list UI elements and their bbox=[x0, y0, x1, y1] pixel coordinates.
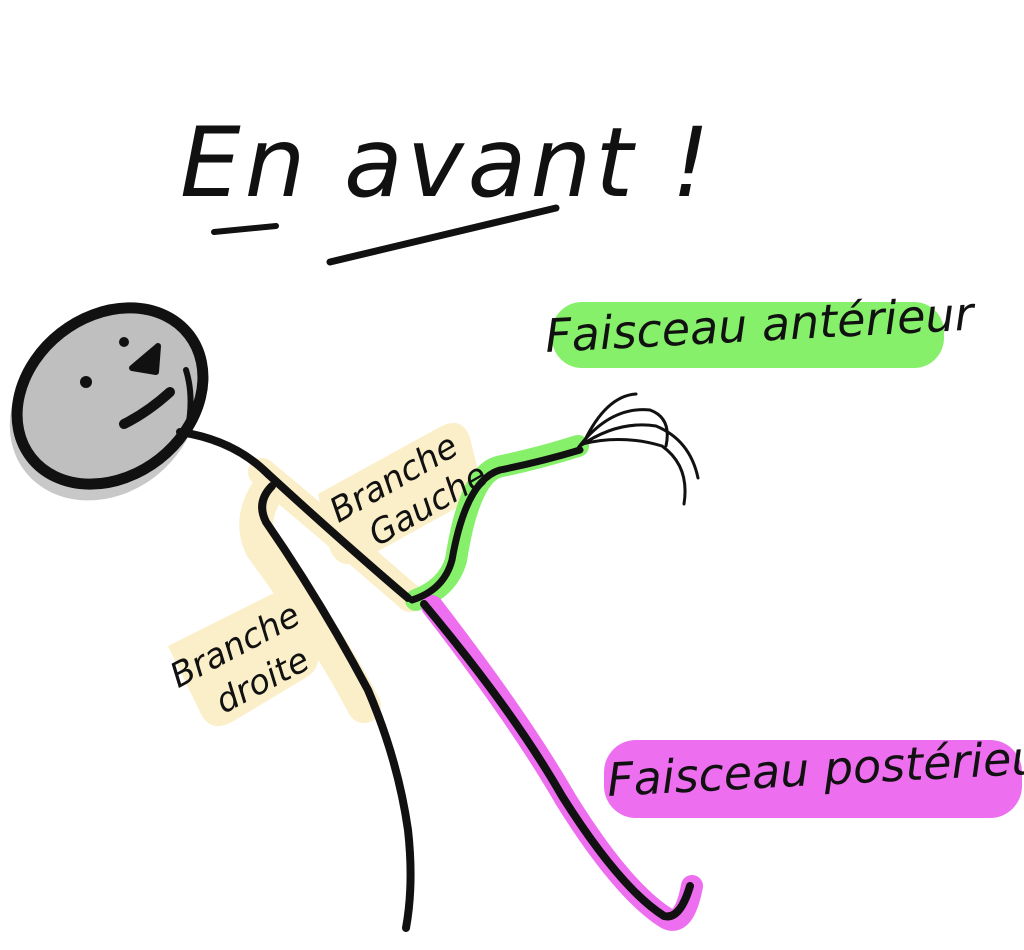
anterior-label-highlight bbox=[552, 302, 944, 368]
right-branch-label-highlight bbox=[168, 586, 319, 727]
posterior-label-highlight bbox=[604, 740, 1022, 818]
title-e-underline bbox=[211, 223, 279, 235]
left-bundle-branch bbox=[264, 470, 412, 602]
title-group: En avant ! bbox=[180, 107, 714, 266]
anterior-fascicle bbox=[408, 446, 584, 604]
highlights bbox=[168, 302, 1022, 931]
page-title: En avant ! bbox=[180, 107, 714, 219]
right-branch-highlight bbox=[239, 473, 381, 723]
title-avant-underline bbox=[326, 204, 560, 266]
left-branch-label-highlight bbox=[318, 422, 479, 565]
head-right-eye bbox=[119, 337, 129, 347]
head-nose bbox=[129, 343, 161, 375]
posterior-fascicle bbox=[420, 600, 694, 921]
head-left-eye bbox=[80, 376, 92, 388]
right-bundle-branch bbox=[258, 482, 415, 932]
purkinje-fibers bbox=[576, 392, 700, 506]
head-neck-mark bbox=[183, 367, 194, 431]
his-bundle-trunk bbox=[176, 428, 272, 478]
head-mouth bbox=[119, 387, 175, 429]
head-outline bbox=[11, 302, 209, 490]
conduction-lines bbox=[176, 392, 700, 932]
head bbox=[9, 302, 209, 501]
